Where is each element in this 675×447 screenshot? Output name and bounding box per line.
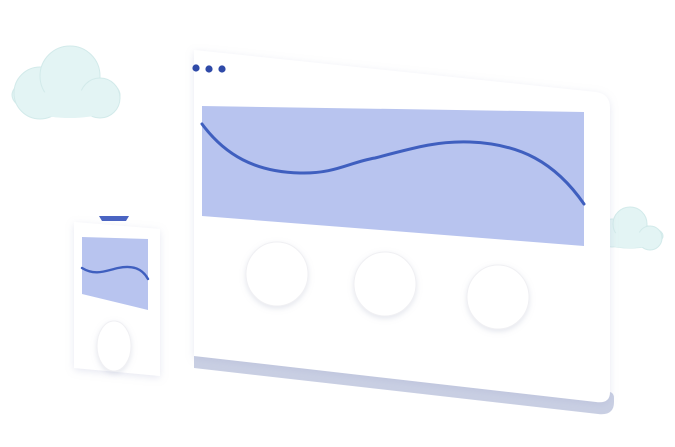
cloud-icon: [596, 206, 664, 251]
cloud-icon: [11, 45, 121, 120]
side-card: [74, 216, 160, 376]
placeholder-circle: [466, 264, 530, 330]
placeholder-circle: [96, 320, 132, 372]
main-chart-line: [200, 122, 586, 206]
placeholder-circle: [245, 241, 309, 307]
side-chart-area: [82, 237, 148, 310]
side-chart-line: [80, 265, 150, 281]
placeholder-circles: [245, 241, 530, 330]
side-card-tab: [99, 216, 129, 221]
main-chart-area: [202, 106, 584, 246]
more-dots-icon[interactable]: [192, 64, 226, 73]
placeholder-circle: [353, 251, 417, 317]
main-chart: [200, 106, 586, 246]
